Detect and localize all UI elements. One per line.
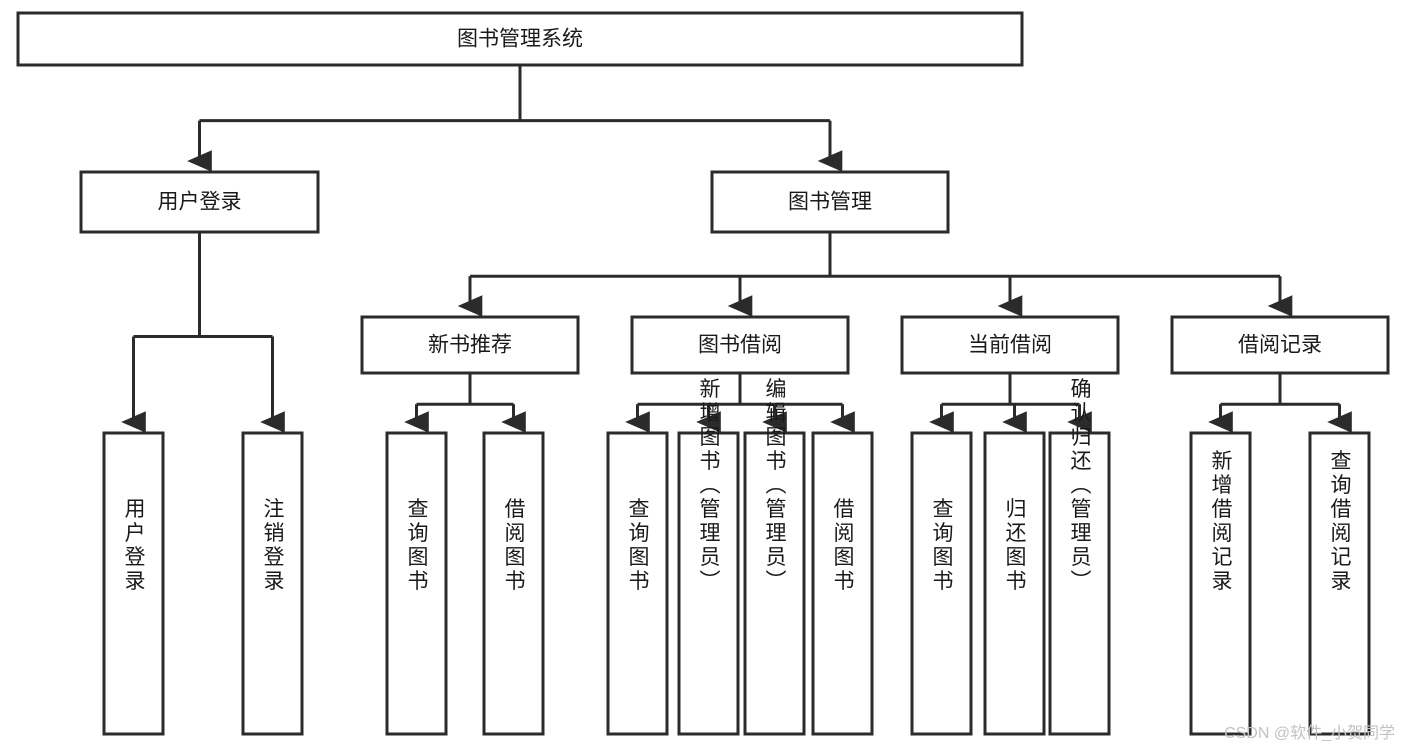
connector-layer xyxy=(121,65,1352,433)
node-current[interactable]: 当前借阅 xyxy=(900,315,1120,375)
node-box[interactable] xyxy=(900,315,1120,375)
node-label: 查询图书 xyxy=(626,498,650,594)
node-box[interactable] xyxy=(482,431,545,736)
node-label: 当前借阅 xyxy=(968,334,1052,357)
node-label: 图书借阅 xyxy=(698,334,782,357)
node-box[interactable] xyxy=(1170,315,1390,375)
node-box[interactable] xyxy=(1308,431,1371,736)
node-leaf-query-book-new[interactable]: 查询图书 xyxy=(385,431,448,736)
node-leaf-logout[interactable]: 注销登录 xyxy=(241,431,304,736)
node-label: 图书管理 xyxy=(788,191,872,214)
node-label: 用户登录 xyxy=(122,498,146,594)
node-layer: 图书管理系统用户登录图书管理新书推荐图书借阅当前借阅借阅记录用户登录注销登录查询… xyxy=(16,11,1390,736)
node-leaf-confirm-return[interactable]: 确认归还（管理员） xyxy=(1048,378,1111,736)
node-leaf-query-record[interactable]: 查询借阅记录 xyxy=(1308,431,1371,736)
node-label: 确认归还（管理员） xyxy=(1068,378,1092,594)
node-label: 注销登录 xyxy=(261,498,285,594)
node-leaf-add-book[interactable]: 新增图书（管理员） xyxy=(677,378,740,736)
node-leaf-edit-book[interactable]: 编辑图书（管理员） xyxy=(743,378,806,736)
node-records[interactable]: 借阅记录 xyxy=(1170,315,1390,375)
node-leaf-query-book-cur[interactable]: 查询图书 xyxy=(910,431,973,736)
node-login[interactable]: 用户登录 xyxy=(79,170,320,234)
node-root[interactable]: 图书管理系统 xyxy=(16,11,1024,67)
node-label: 借阅记录 xyxy=(1238,334,1322,357)
node-leaf-borrow-book-new[interactable]: 借阅图书 xyxy=(482,431,545,736)
node-box[interactable] xyxy=(811,431,874,736)
node-label: 新增图书（管理员） xyxy=(697,378,721,594)
node-leaf-return-book[interactable]: 归还图书 xyxy=(983,431,1046,736)
node-box[interactable] xyxy=(16,11,1024,67)
node-box[interactable] xyxy=(743,431,806,736)
node-box[interactable] xyxy=(1189,431,1252,736)
node-leaf-query-book[interactable]: 查询图书 xyxy=(606,431,669,736)
node-box[interactable] xyxy=(606,431,669,736)
node-bookmgr[interactable]: 图书管理 xyxy=(710,170,950,234)
node-label: 新增借阅记录 xyxy=(1209,450,1233,594)
node-box[interactable] xyxy=(1048,431,1111,736)
node-box[interactable] xyxy=(630,315,850,375)
node-label: 查询图书 xyxy=(930,498,954,594)
node-label: 用户登录 xyxy=(158,191,242,214)
node-label: 借阅图书 xyxy=(831,498,855,594)
node-box[interactable] xyxy=(360,315,580,375)
node-label: 归还图书 xyxy=(1003,498,1027,594)
node-leaf-borrow-book[interactable]: 借阅图书 xyxy=(811,431,874,736)
node-box[interactable] xyxy=(910,431,973,736)
node-newbook[interactable]: 新书推荐 xyxy=(360,315,580,375)
node-box[interactable] xyxy=(79,170,320,234)
node-label: 编辑图书（管理员） xyxy=(763,378,787,594)
node-label: 新书推荐 xyxy=(428,334,512,357)
node-leaf-add-record[interactable]: 新增借阅记录 xyxy=(1189,431,1252,736)
node-box[interactable] xyxy=(710,170,950,234)
node-box[interactable] xyxy=(102,431,165,736)
node-borrow[interactable]: 图书借阅 xyxy=(630,315,850,375)
node-label: 查询借阅记录 xyxy=(1328,450,1352,594)
node-box[interactable] xyxy=(241,431,304,736)
node-box[interactable] xyxy=(677,431,740,736)
node-label: 借阅图书 xyxy=(502,498,526,594)
node-box[interactable] xyxy=(385,431,448,736)
node-label: 查询图书 xyxy=(405,498,429,594)
node-label: 图书管理系统 xyxy=(457,28,583,51)
node-box[interactable] xyxy=(983,431,1046,736)
node-leaf-user-login[interactable]: 用户登录 xyxy=(102,431,165,736)
